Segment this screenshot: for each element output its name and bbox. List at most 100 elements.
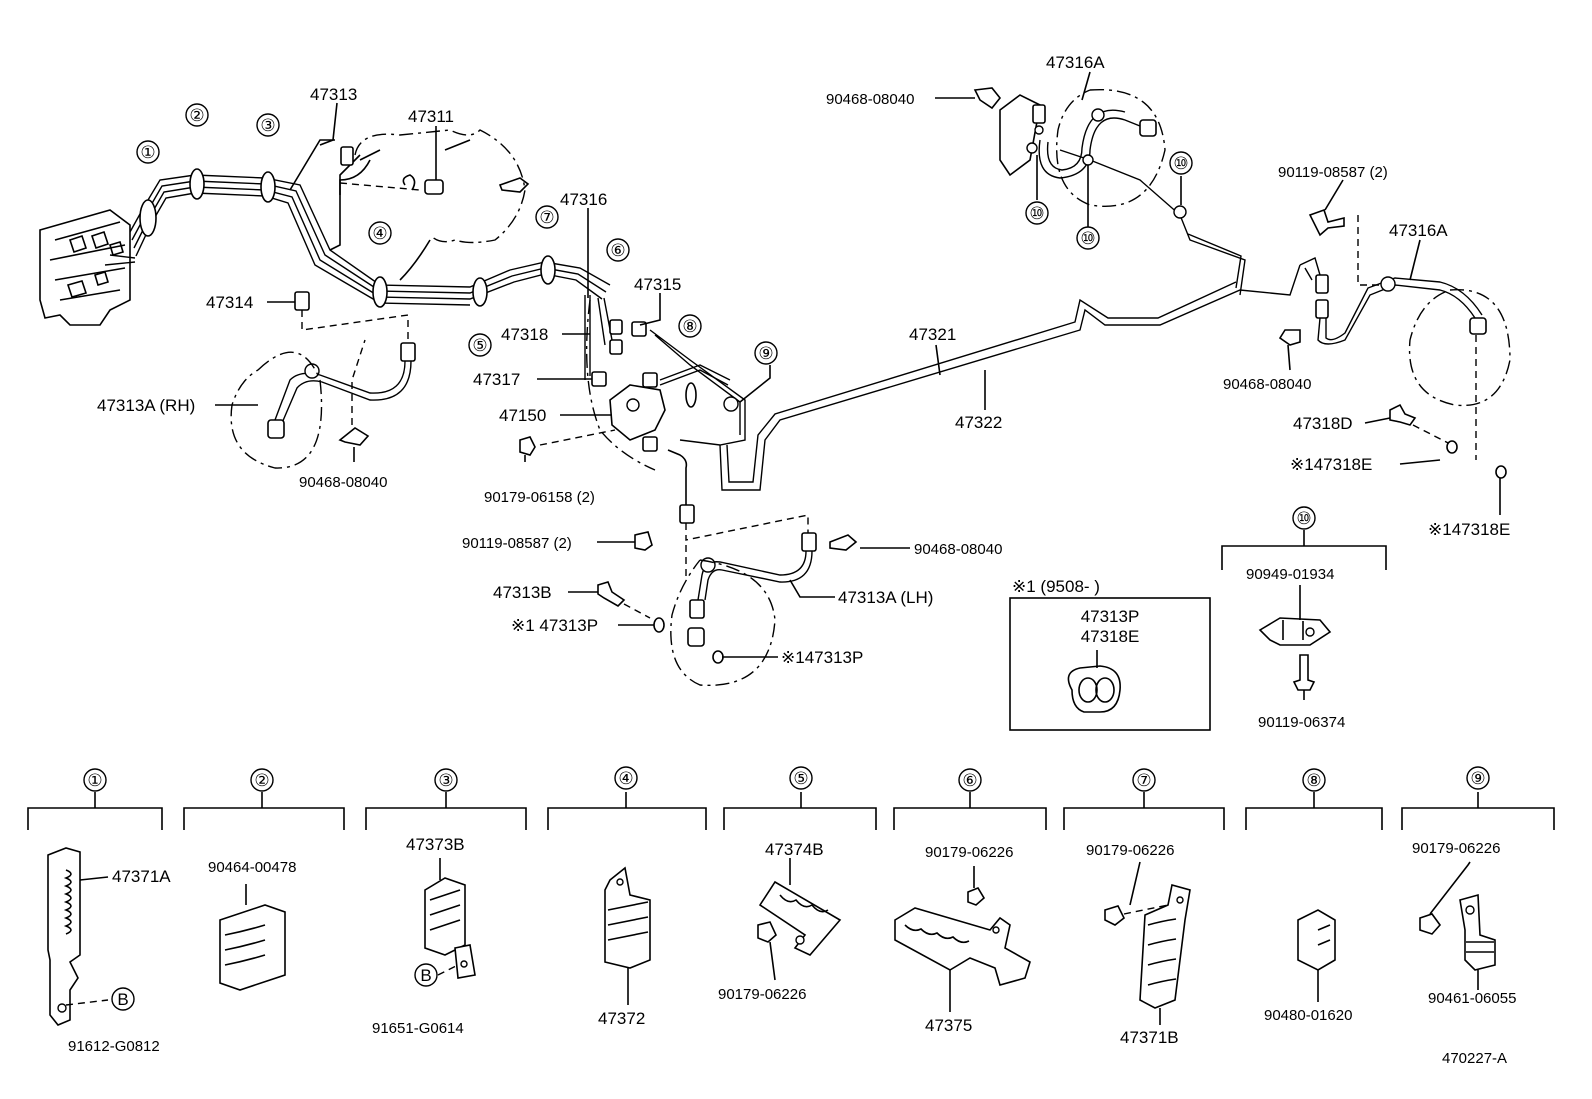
hose-47313A-rh [230,310,416,469]
label-47322: 47322 [955,413,1002,432]
note-part-47318E: 47318E [1081,627,1140,646]
label-90461-06055: 90461-06055 [1428,990,1516,1007]
label-90179-06226-6: 90179-06226 [925,844,1013,861]
callout-2: ② [189,106,204,125]
clip-90480 [1297,909,1336,1002]
label-47315: 47315 [634,275,681,294]
clamp-47371B [1104,861,1191,1025]
label-90464-00478: 90464-00478 [208,859,296,876]
rear-center-hose-47316A [973,87,1166,207]
label-47316A-right: 47316A [1389,221,1448,240]
label-90119-06374: 90119-06374 [1258,714,1345,731]
label-47150: 47150 [499,406,546,425]
label-47313P-a: ※1 47313P [511,616,598,635]
clamp-3 [260,171,276,203]
callout-6: ⑥ [610,241,625,260]
label-147318E-a: ※147318E [1290,455,1372,474]
clamp-5 [472,277,488,307]
clamp-7 [540,255,556,285]
label-90179-06158: 90179-06158 (2) [484,489,595,506]
clamp-47374B [757,858,842,981]
label-47313B: 47313B [493,583,552,602]
fitting-47311 [339,174,530,195]
detail-brackets [27,792,1555,830]
label-147318E-b: ※147318E [1428,520,1510,539]
label-90179-06226-5: 90179-06226 [718,986,806,1003]
label-90468-c: 90468-08040 [826,91,914,108]
label-90949-01934: 90949-01934 [1246,566,1334,583]
label-47317: 47317 [473,370,520,389]
brake-booster-outline [339,129,526,281]
proportioning-valve-47150 [519,295,746,524]
rear-lines [719,149,1321,491]
label-90468-b: 90468-08040 [914,541,1002,558]
master-cylinder-assembly [39,209,131,326]
label-47318D: 47318D [1293,414,1353,433]
callout-b-3: B [420,966,431,985]
clamp-4 [372,276,388,308]
label-47375: 47375 [925,1016,972,1035]
label-90468-a: 90468-08040 [299,474,387,491]
detail-callout-4: ④ [618,769,633,788]
detail-callout-7: ⑦ [1136,771,1151,790]
label-47372: 47372 [598,1009,645,1028]
label-47311: 47311 [408,107,454,126]
hose-47313A-lh [597,514,858,687]
note-part-47313P: 47313P [1081,607,1140,626]
detail-callout-2: ② [254,771,269,790]
label-47371B: 47371B [1120,1028,1179,1047]
label-91612-G0812: 91612-G0812 [68,1038,160,1055]
detail-callout-1: ① [87,771,102,790]
label-47373B: 47373B [406,835,465,854]
detail-callout-6: ⑥ [962,771,977,790]
clip-group-10 [1221,530,1387,691]
callout-10-inset: ⑩ [1296,509,1311,528]
callout-b-1: B [117,990,128,1009]
label-47316A-top: 47316A [1046,53,1105,72]
label-47374B: 47374B [765,840,824,859]
label-47318: 47318 [501,325,548,344]
label-47321: 47321 [909,325,956,344]
clip-90461 [1419,861,1496,990]
label-47313A-lh: 47313A (LH) [838,588,933,607]
detail-callout-8: ⑧ [1306,771,1321,790]
clamp-90464 [219,884,286,991]
callout-5: ⑤ [472,336,487,355]
fitting-47313 [340,146,354,166]
callout-10b: ⑩ [1080,229,1095,248]
callout-circles [83,103,1490,1011]
callout-8: ⑧ [682,317,697,336]
front-tube-bundle [104,139,611,306]
callout-4: ④ [372,224,387,243]
label-47314: 47314 [206,293,253,312]
detail-callout-9: ⑨ [1470,769,1485,788]
label-90179-06226-7: 90179-06226 [1086,842,1174,859]
callout-1: ① [140,143,155,162]
label-90119-08587-a: 90119-08587 (2) [462,535,572,552]
clamp-47371A [47,847,109,1026]
callout-3: ③ [260,116,275,135]
label-47371A: 47371A [112,867,171,886]
clamp-47372 [604,866,651,1005]
detail-callout-3: ③ [438,771,453,790]
note-box [1009,597,1211,731]
callout-7: ⑦ [539,208,554,227]
callout-9: ⑨ [758,344,773,363]
callout-10a: ⑩ [1029,204,1044,223]
callout-10c: ⑩ [1173,154,1188,173]
clamp-1 [139,199,157,237]
diagram-id: 470227-A [1442,1050,1507,1067]
label-90119-08587-b: 90119-08587 (2) [1278,164,1388,181]
label-47313: 47313 [310,85,357,104]
clamp-47373B [424,858,476,979]
label-91651-G0614: 91651-G0614 [372,1020,464,1037]
detail-callout-5: ⑤ [793,769,808,788]
clamp-47375 [894,866,1031,1012]
clamp-2 [189,168,205,200]
rear-right-hose-47316A [1278,208,1511,479]
label-90179-06226-9: 90179-06226 [1412,840,1500,857]
label-90480-01620: 90480-01620 [1264,1007,1352,1024]
leader-lines [215,71,1501,700]
note-header: ※1 (9508- ) [1012,577,1100,596]
